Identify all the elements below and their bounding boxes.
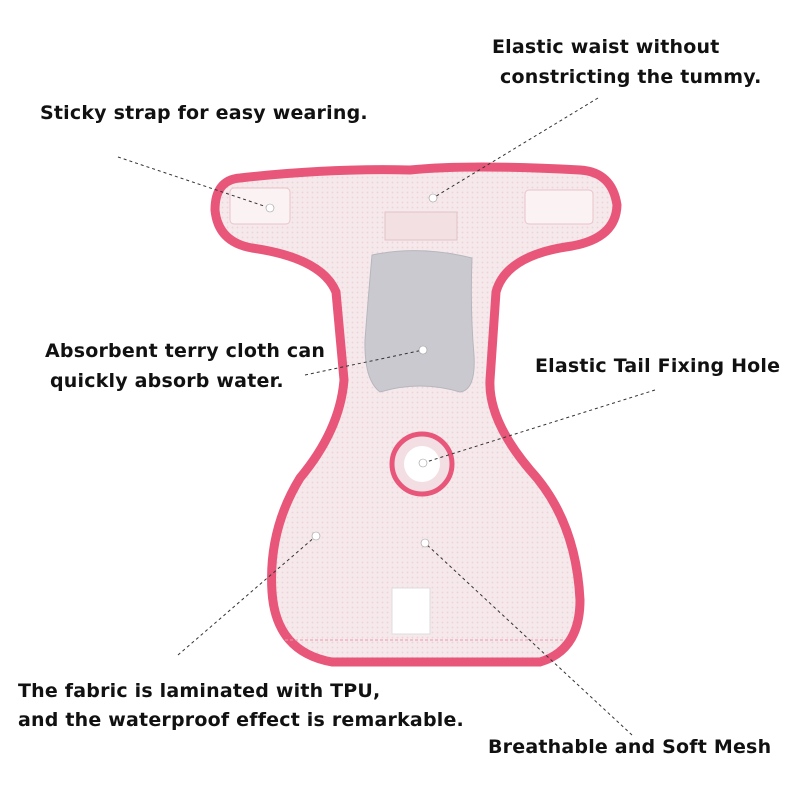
caption-line: and the waterproof effect is remarkable.: [18, 709, 464, 731]
right-sticky-strap: [524, 189, 594, 225]
caption-line: Absorbent terry cloth can: [45, 340, 326, 362]
sticky-strap-caption: Sticky strap for easy wearing.: [40, 102, 368, 124]
callout-dots: [265, 193, 438, 548]
terry-cloth-caption: Absorbent terry cloth can quickly absorb…: [45, 336, 325, 396]
tail-hole-caption: Elastic Tail Fixing Hole: [535, 355, 781, 377]
mesh-caption: Breathable and Soft Mesh: [488, 736, 772, 758]
tpu-fabric-caption: The fabric is laminated with TPU, and th…: [18, 677, 464, 735]
elastic-waist-band: [384, 211, 458, 241]
care-label: [391, 587, 431, 635]
terry-cloth-panel: [364, 250, 475, 393]
elastic-waist-caption: Elastic waist without constricting the t…: [492, 32, 762, 92]
caption-line: The fabric is laminated with TPU,: [18, 680, 381, 702]
left-sticky-strap: [229, 187, 291, 225]
caption-line: quickly absorb water.: [50, 370, 284, 392]
callout-lines: [117, 97, 656, 736]
caption-line: Elastic waist without: [492, 36, 720, 58]
caption-line: constricting the tummy.: [500, 66, 762, 88]
